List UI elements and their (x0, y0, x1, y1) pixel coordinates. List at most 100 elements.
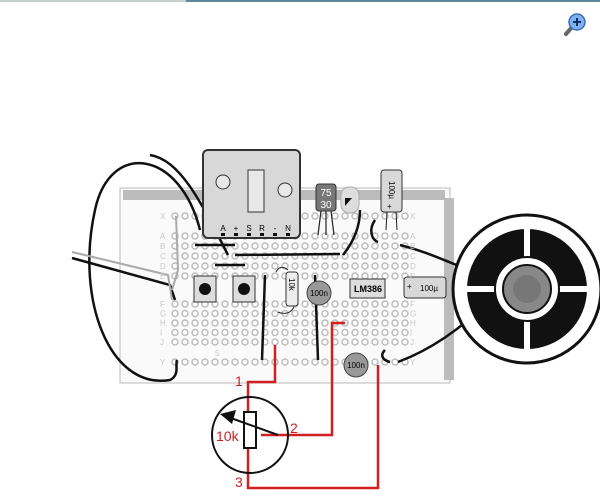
breadboard-hole[interactable] (321, 358, 329, 366)
breadboard-hole[interactable] (391, 262, 399, 270)
breadboard-hole[interactable] (311, 232, 319, 240)
breadboard-hole[interactable] (341, 272, 349, 280)
breadboard-hole[interactable] (351, 242, 359, 250)
breadboard-hole[interactable] (361, 319, 369, 327)
breadboard-hole[interactable] (341, 300, 349, 308)
breadboard-hole[interactable] (401, 232, 409, 240)
breadboard-hole[interactable] (401, 328, 409, 337)
breadboard-hole[interactable] (281, 319, 289, 327)
breadboard-hole[interactable] (181, 338, 189, 346)
breadboard-hole[interactable] (381, 252, 389, 260)
breadboard-hole[interactable] (251, 328, 259, 337)
breadboard-hole[interactable] (261, 262, 269, 270)
breadboard-hole[interactable] (341, 212, 349, 220)
breadboard-hole[interactable] (241, 309, 249, 318)
breadboard-hole[interactable] (391, 242, 399, 250)
breadboard-hole[interactable] (371, 272, 379, 280)
breadboard-hole[interactable] (361, 232, 369, 240)
breadboard-hole[interactable] (211, 328, 219, 337)
breadboard-hole[interactable] (281, 358, 289, 366)
breadboard-hole[interactable] (311, 262, 319, 270)
breadboard-hole[interactable] (371, 358, 379, 366)
breadboard-hole[interactable] (171, 319, 179, 327)
breadboard-hole[interactable] (241, 338, 249, 346)
breadboard-hole[interactable] (301, 319, 309, 327)
breadboard-hole[interactable] (231, 319, 239, 327)
breadboard-hole[interactable] (191, 309, 199, 318)
breadboard-hole[interactable] (251, 309, 259, 318)
breadboard-hole[interactable] (291, 358, 299, 366)
breadboard-hole[interactable] (211, 358, 219, 366)
breadboard-hole[interactable] (371, 242, 379, 250)
breadboard-hole[interactable] (301, 309, 309, 318)
breadboard-hole[interactable] (181, 358, 189, 366)
breadboard-hole[interactable] (371, 338, 379, 346)
breadboard-hole[interactable] (361, 272, 369, 280)
breadboard-hole[interactable] (311, 358, 319, 366)
breadboard-hole[interactable] (291, 328, 299, 337)
breadboard-hole[interactable] (181, 319, 189, 327)
breadboard-hole[interactable] (351, 300, 359, 308)
breadboard-hole[interactable] (381, 242, 389, 250)
breadboard-hole[interactable] (351, 272, 359, 280)
breadboard-hole[interactable] (221, 338, 229, 346)
breadboard-hole[interactable] (291, 338, 299, 346)
breadboard-hole[interactable] (401, 252, 409, 260)
breadboard-hole[interactable] (221, 328, 229, 337)
breadboard-hole[interactable] (391, 232, 399, 240)
breadboard-hole[interactable] (271, 309, 279, 318)
breadboard-hole[interactable] (371, 212, 379, 220)
breadboard-hole[interactable] (211, 252, 219, 260)
breadboard-hole[interactable] (301, 358, 309, 366)
breadboard-hole[interactable] (171, 338, 179, 346)
breadboard-hole[interactable] (341, 232, 349, 240)
breadboard-hole[interactable] (241, 319, 249, 327)
breadboard-hole[interactable] (181, 328, 189, 337)
breadboard-hole[interactable] (171, 212, 179, 220)
breadboard-hole[interactable] (381, 262, 389, 270)
breadboard-hole[interactable] (361, 300, 369, 308)
breadboard-hole[interactable] (171, 300, 179, 308)
breadboard-hole[interactable] (311, 242, 319, 250)
breadboard-hole[interactable] (271, 319, 279, 327)
breadboard-hole[interactable] (261, 358, 269, 366)
breadboard-hole[interactable] (271, 242, 279, 250)
breadboard-hole[interactable] (361, 252, 369, 260)
breadboard-hole[interactable] (351, 262, 359, 270)
breadboard-hole[interactable] (241, 328, 249, 337)
breadboard-hole[interactable] (271, 338, 279, 346)
breadboard-hole[interactable] (331, 262, 339, 270)
breadboard-hole[interactable] (321, 242, 329, 250)
breadboard-hole[interactable] (381, 338, 389, 346)
breadboard-hole[interactable] (231, 338, 239, 346)
breadboard-hole[interactable] (201, 309, 209, 318)
breadboard-hole[interactable] (331, 309, 339, 318)
breadboard-hole[interactable] (321, 272, 329, 280)
breadboard-hole[interactable] (231, 358, 239, 366)
breadboard-hole[interactable] (321, 212, 329, 220)
breadboard-hole[interactable] (381, 328, 389, 337)
breadboard-hole[interactable] (331, 212, 339, 220)
breadboard-hole[interactable] (371, 300, 379, 308)
breadboard-hole[interactable] (301, 232, 309, 240)
zoom-in-icon[interactable] (562, 12, 586, 38)
breadboard-hole[interactable] (361, 328, 369, 337)
breadboard-hole[interactable] (391, 319, 399, 327)
breadboard-hole[interactable] (351, 328, 359, 337)
breadboard-hole[interactable] (181, 262, 189, 270)
breadboard-hole[interactable] (351, 338, 359, 346)
breadboard-hole[interactable] (391, 338, 399, 346)
breadboard-hole[interactable] (301, 272, 309, 280)
breadboard-hole[interactable] (191, 232, 199, 240)
breadboard-hole[interactable] (391, 358, 399, 366)
breadboard-hole[interactable] (401, 319, 409, 327)
breadboard-hole[interactable] (391, 272, 399, 280)
breadboard-hole[interactable] (391, 252, 399, 260)
breadboard-hole[interactable] (181, 232, 189, 240)
breadboard-hole[interactable] (301, 212, 309, 220)
breadboard-hole[interactable] (401, 262, 409, 270)
breadboard-hole[interactable] (371, 252, 379, 260)
breadboard-hole[interactable] (391, 212, 399, 220)
breadboard-hole[interactable] (281, 242, 289, 250)
breadboard-hole[interactable] (371, 319, 379, 327)
